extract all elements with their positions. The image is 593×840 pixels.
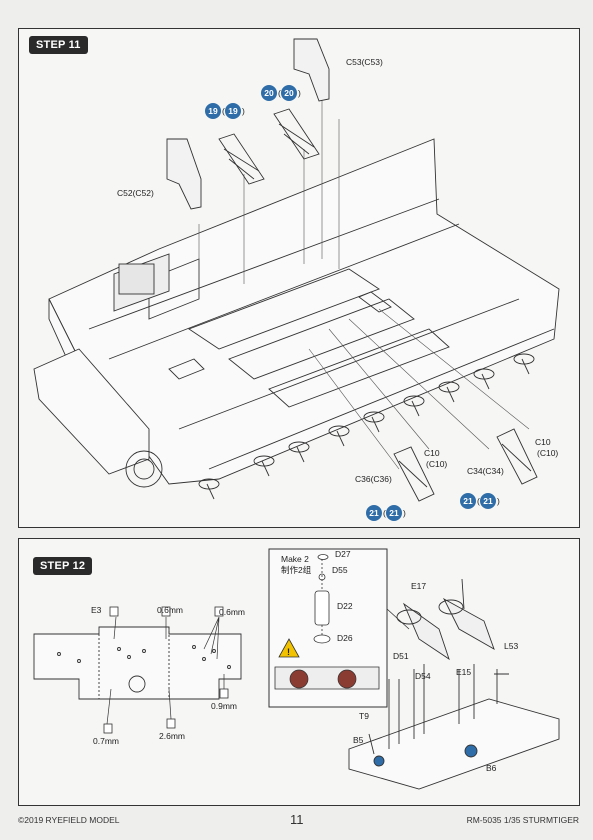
svg-text:D27: D27: [335, 549, 351, 559]
assembly-right: [348, 578, 560, 790]
step-12-diagram: E3 0.6mm 0.6mm 0.9mm 0.7mm 2.6mm Make 2 …: [33, 548, 560, 790]
svg-text:!: !: [287, 647, 290, 657]
svg-text:21: 21: [369, 508, 379, 518]
part-c52: [166, 138, 202, 210]
svg-text:21: 21: [389, 508, 399, 518]
svg-text:D22: D22: [337, 601, 353, 611]
footer-copyright: ©2019 RYEFIELD MODEL: [18, 815, 120, 825]
label-e15: E15: [456, 667, 471, 677]
label-c34: C34(C34): [467, 466, 504, 476]
svg-text:): ): [242, 106, 245, 116]
suspension-arms: [198, 353, 535, 500]
label-b5: B5: [353, 735, 364, 745]
page-number: 11: [290, 812, 304, 827]
svg-text:制作2组: 制作2组: [281, 565, 312, 575]
part-20: [273, 108, 320, 160]
label-c10-left: C10: [424, 448, 440, 458]
part-c53: [293, 38, 330, 102]
label-l53: L53: [504, 641, 518, 651]
label-t9: T9: [359, 711, 369, 721]
part-19: [218, 133, 265, 185]
svg-text:(: (: [222, 106, 225, 116]
label-0-6mm-a: 0.6mm: [157, 605, 183, 615]
drill-icons: [103, 606, 229, 734]
svg-text:21: 21: [483, 496, 493, 506]
label-e17: E17: [411, 581, 426, 591]
badge-20: 20 ( 20 ): [261, 85, 301, 101]
label-d54: D54: [415, 671, 431, 681]
part-c34: [496, 428, 538, 485]
step-11-label: STEP 11: [29, 36, 88, 54]
label-0-9mm: 0.9mm: [211, 701, 237, 711]
label-c52: C52(C52): [117, 188, 154, 198]
warning-icon: [278, 638, 300, 658]
svg-text:): ): [298, 88, 301, 98]
svg-text:D26: D26: [337, 633, 353, 643]
badge-19: 19 ( 19 ): [205, 103, 245, 119]
svg-text:20: 20: [284, 88, 294, 98]
svg-text:): ): [403, 508, 406, 518]
svg-text:(: (: [477, 496, 480, 506]
label-2-6mm: 2.6mm: [159, 731, 185, 741]
label-c10-right: C10: [535, 437, 551, 447]
step-11-panel: STEP 11: [18, 28, 580, 528]
label-0-7mm: 0.7mm: [93, 736, 119, 746]
label-0-6mm-b: 0.6mm: [219, 607, 245, 617]
label-c10-left-sub: (C10): [426, 459, 447, 469]
svg-text:): ): [497, 496, 500, 506]
step-11-diagram: C53(C53) C52(C52) C10 (C10) C10 (C10) C3…: [33, 38, 560, 521]
svg-text:20: 20: [264, 88, 274, 98]
label-d51: D51: [393, 651, 409, 661]
inset-make-2: Make 2 制作2组 D27 D55 D22 D26 !: [268, 548, 388, 708]
step-12-panel: STEP 12 E3 0.6mm 0.6mm 0.9mm 0.7mm 2.6mm: [18, 538, 580, 806]
label-c10-right-sub: (C10): [537, 448, 558, 458]
label-c36: C36(C36): [355, 474, 392, 484]
plate-e3: [33, 626, 242, 700]
footer-product: RM-5035 1/35 STURMTIGER: [466, 815, 579, 825]
svg-text:(: (: [278, 88, 281, 98]
step-12-label: STEP 12: [33, 557, 93, 575]
label-c53: C53(C53): [346, 57, 383, 67]
label-b6: B6: [486, 763, 497, 773]
badge-21-left: 21 ( 21 ): [366, 505, 406, 521]
svg-text:(: (: [383, 508, 386, 518]
badge-21-right: 21 ( 21 ): [460, 493, 500, 509]
svg-text:Make 2: Make 2: [281, 554, 309, 564]
svg-text:19: 19: [228, 106, 238, 116]
svg-text:D55: D55: [332, 565, 348, 575]
part-c36: [393, 446, 435, 502]
svg-text:21: 21: [463, 496, 473, 506]
label-e3: E3: [91, 605, 102, 615]
svg-text:19: 19: [208, 106, 218, 116]
